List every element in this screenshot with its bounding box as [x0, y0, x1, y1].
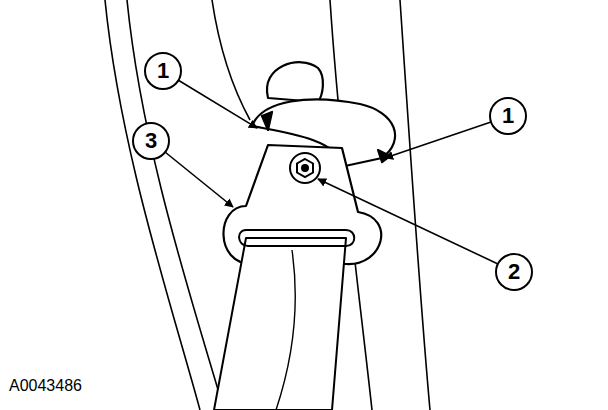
callout-number: 1	[502, 105, 514, 127]
anchor-plate	[223, 145, 381, 264]
pillar-trim	[105, 0, 430, 410]
leader-lines	[165, 80, 498, 264]
callout-number: 2	[508, 261, 520, 283]
callout-number: 1	[157, 60, 169, 82]
belt-webbing	[214, 230, 354, 410]
callout-number: 3	[145, 130, 157, 152]
bolt	[290, 153, 320, 183]
callout-circles	[133, 53, 532, 290]
figure-id: A0043486	[9, 378, 82, 394]
